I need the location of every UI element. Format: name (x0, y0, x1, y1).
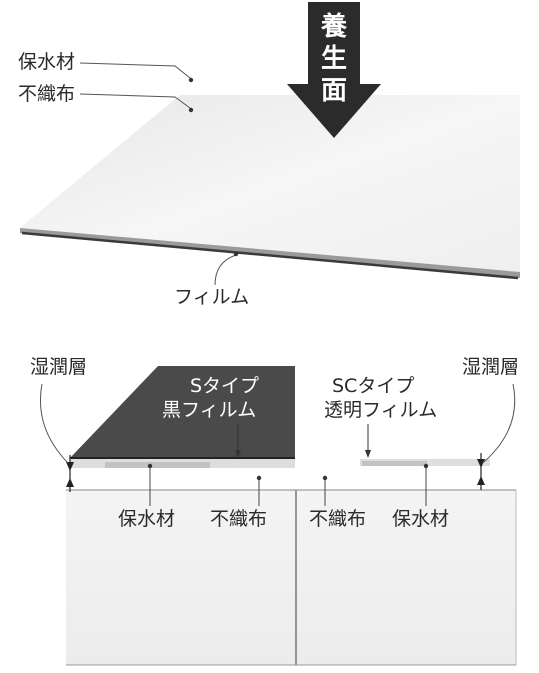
dot-water-left (147, 463, 153, 469)
label-water-right: 保水材 (392, 508, 450, 530)
arrow-char-1: 養 (320, 12, 347, 42)
label-nonwoven-right: 不織布 (309, 508, 367, 530)
sc-type-water-material (362, 461, 427, 466)
leader-s-film-arrow (235, 450, 241, 458)
leader-moist-right (483, 383, 516, 463)
label-nonwoven: 不織布 (18, 83, 76, 105)
leader-moist-left (39, 383, 69, 464)
leader-sc-film-arrow (365, 450, 371, 458)
label-water-material: 保水材 (18, 51, 76, 73)
moist-arrow-left-up (66, 478, 74, 487)
curing-sheet-surface (20, 95, 520, 272)
s-type-black-film (70, 366, 295, 458)
label-nonwoven-left: 不織布 (210, 508, 268, 530)
concrete-block (66, 490, 516, 665)
leader-film (214, 254, 237, 286)
moist-arrow-right-down (477, 459, 485, 468)
label-sc-type: SCタイプ (332, 375, 415, 397)
label-water-left: 保水材 (118, 508, 176, 530)
label-film: フィルム (174, 286, 250, 308)
moist-arrow-left-down (66, 462, 74, 471)
dot-water-right (423, 463, 429, 469)
label-s-type: Sタイプ (190, 375, 260, 397)
arrow-char-2: 生 (320, 44, 347, 74)
leader-water-material (79, 62, 191, 79)
curing-surface-arrow (287, 2, 381, 138)
label-moist-left: 湿潤層 (30, 356, 88, 378)
dot-water-material (188, 77, 194, 83)
dot-nonwoven (188, 107, 194, 113)
leader-nonwoven (79, 93, 191, 109)
curing-sheet-edge (20, 228, 520, 278)
moist-arrow-right-up (477, 476, 485, 485)
dot-film (233, 251, 239, 257)
dot-nonwoven-left (256, 475, 262, 481)
film-edge-line (21, 231, 519, 280)
s-type-water-material (105, 462, 210, 468)
label-clear-film: 透明フィルム (324, 399, 438, 421)
arrow-char-3: 面 (320, 76, 347, 106)
label-moist-right: 湿潤層 (462, 356, 520, 378)
label-black-film: 黒フィルム (162, 399, 257, 421)
dot-nonwoven-right (322, 475, 328, 481)
